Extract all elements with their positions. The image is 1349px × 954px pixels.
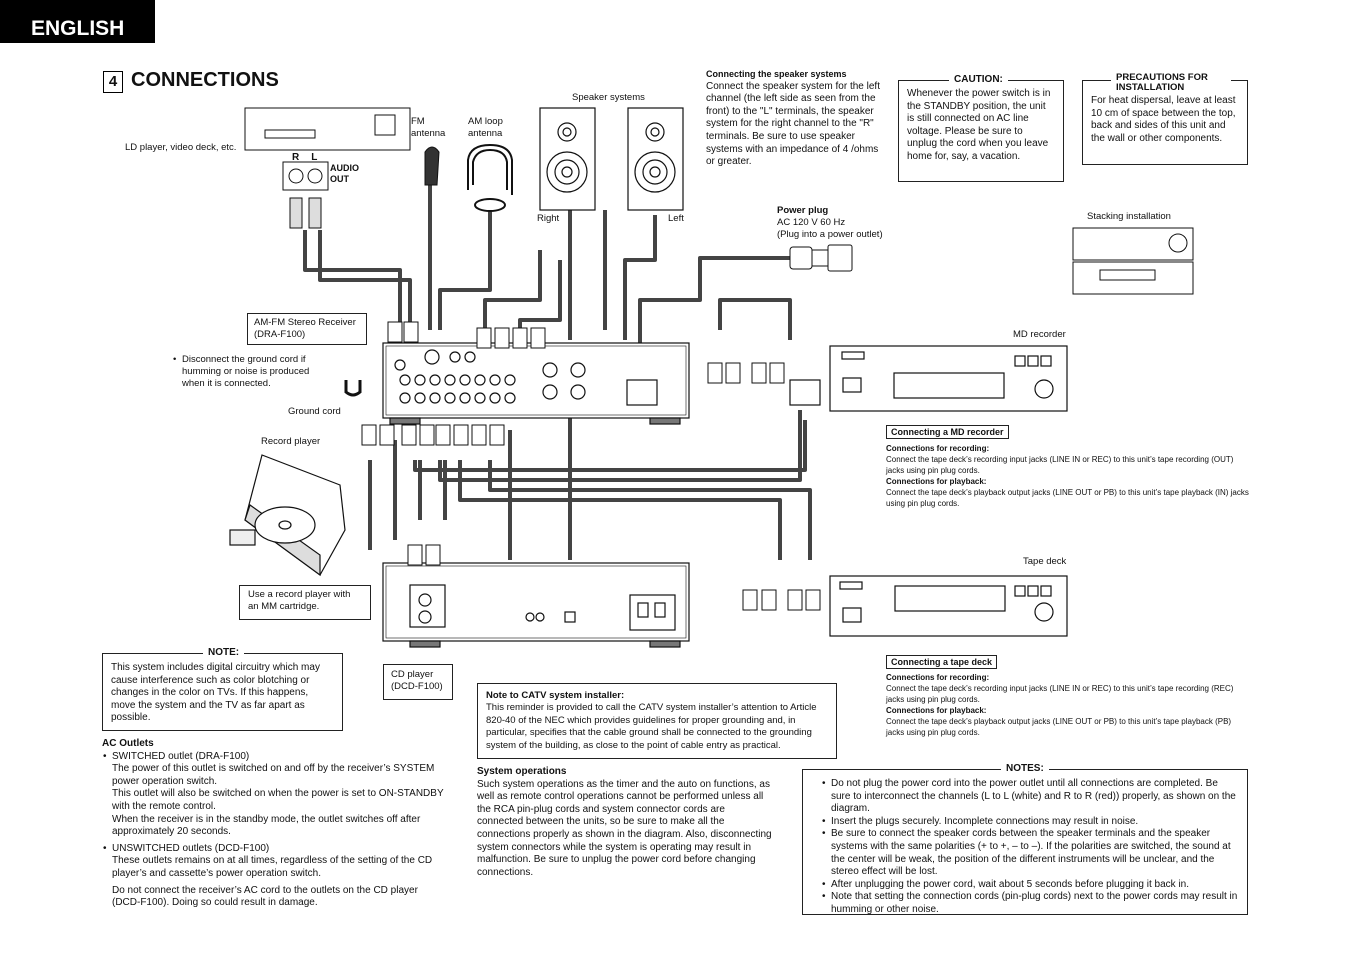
md-recorder-illustration bbox=[789, 345, 1068, 412]
am-antenna-label: AM loop antenna bbox=[468, 116, 503, 139]
rl-label: RL bbox=[292, 152, 330, 163]
power-plug-info: Power plug AC 120 V 60 Hz (Plug into a p… bbox=[777, 205, 883, 240]
stacking-illustration bbox=[1072, 227, 1194, 295]
tape-deck-label: Tape deck bbox=[1023, 556, 1067, 567]
catv-box: Note to CATV system installer: This remi… bbox=[477, 683, 837, 759]
language-tab: ENGLISH bbox=[0, 0, 155, 43]
notes-item: Insert the plugs securely. Incomplete co… bbox=[822, 816, 1239, 829]
speaker-right-illustration bbox=[539, 107, 596, 211]
speaker-left-label: Left bbox=[668, 213, 684, 224]
md-recorder-label: MD recorder bbox=[1013, 329, 1066, 340]
system-operations-section: System operations Such system operations… bbox=[477, 766, 772, 878]
note-box: NOTE: This system includes digital circu… bbox=[102, 647, 343, 731]
md-section-body: Connections for recording: Connect the t… bbox=[886, 444, 1249, 508]
speaker-left-illustration bbox=[627, 107, 684, 211]
power-plug-illustration bbox=[789, 244, 853, 272]
cables bbox=[303, 180, 812, 560]
precautions-title: PRECAUTIONS FOR INSTALLATION bbox=[1111, 73, 1231, 93]
notes-title: NOTES: bbox=[1001, 763, 1049, 776]
ld-player-illustration bbox=[244, 107, 411, 229]
note-title: NOTE: bbox=[203, 647, 245, 660]
speaker-right-label: Right bbox=[537, 213, 560, 224]
notes-item: Be sure to connect the speaker cords bet… bbox=[822, 828, 1239, 878]
ground-note: Disconnect the ground cord if humming or… bbox=[172, 354, 322, 390]
ac-outlets-section: AC Outlets SWITCHED outlet (DRA-F100) Th… bbox=[102, 738, 447, 910]
notes-item: After unplugging the power cord, wait ab… bbox=[822, 879, 1239, 892]
notes-box: NOTES: Do not plug the power cord into t… bbox=[802, 763, 1248, 916]
cd-player-rear-panel bbox=[382, 562, 690, 648]
am-antenna-illustration bbox=[467, 143, 513, 212]
ground-cord-label: Ground cord bbox=[288, 406, 341, 417]
caution-title: CAUTION: bbox=[949, 74, 1008, 87]
record-player-label: Record player bbox=[261, 436, 321, 447]
cd-player-label-box: CD player (DCD-F100) bbox=[383, 664, 453, 700]
speaker-systems-label: Speaker systems bbox=[572, 92, 645, 103]
ground-cord-illustration bbox=[344, 380, 362, 397]
tape-section-title: Connecting a tape deck bbox=[886, 655, 998, 669]
notes-item: Do not plug the power cord into the powe… bbox=[822, 778, 1239, 816]
precautions-box: PRECAUTIONS FOR INSTALLATION For heat di… bbox=[1082, 73, 1248, 165]
notes-item: Note that setting the connection cords (… bbox=[822, 891, 1239, 916]
ld-player-label: LD player, video deck, etc. bbox=[125, 142, 237, 153]
stacking-label: Stacking installation bbox=[1087, 211, 1171, 222]
fm-antenna-label: FM antenna bbox=[411, 116, 446, 139]
tape-section-body: Connections for recording: Connect the t… bbox=[886, 673, 1234, 737]
receiver-label-box: AM-FM Stereo Receiver (DRA-F100) bbox=[247, 313, 367, 345]
caution-box: CAUTION: Whenever the power switch is in… bbox=[898, 74, 1064, 182]
rca-plugs bbox=[361, 321, 821, 611]
record-player-illustration bbox=[229, 454, 346, 577]
receiver-rear-panel bbox=[382, 342, 690, 425]
section-title: CONNECTIONS bbox=[131, 69, 279, 91]
fm-antenna-illustration bbox=[424, 146, 440, 186]
section-number: 4 bbox=[103, 71, 123, 93]
audio-out-label: AUDIO OUT bbox=[330, 163, 359, 184]
md-section-title: Connecting a MD recorder bbox=[886, 425, 1009, 439]
speaker-connection-text: Connecting the speaker systems Connect t… bbox=[706, 69, 880, 168]
record-player-note-box: Use a record player with an MM cartridge… bbox=[239, 585, 371, 620]
tape-deck-illustration bbox=[829, 575, 1068, 637]
